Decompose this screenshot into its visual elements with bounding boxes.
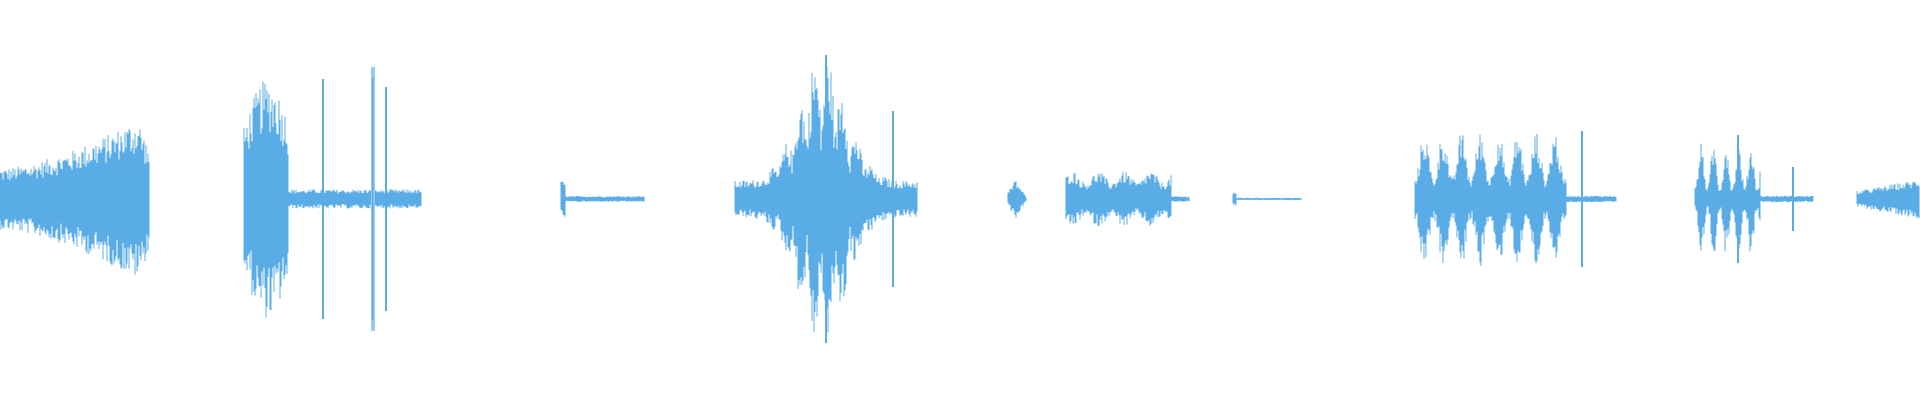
waveform-spike: [1581, 131, 1583, 267]
waveform-envelope: [0, 66, 1920, 333]
waveform-spike-core: [372, 77, 374, 321]
waveform-bars: [0, 55, 1920, 343]
waveform-spike: [1792, 167, 1794, 231]
waveform-spike: [1737, 135, 1739, 263]
waveform-spike: [385, 87, 387, 311]
waveform-spike: [322, 79, 324, 319]
waveform-spike: [892, 111, 894, 287]
waveform-spike: [825, 55, 827, 343]
